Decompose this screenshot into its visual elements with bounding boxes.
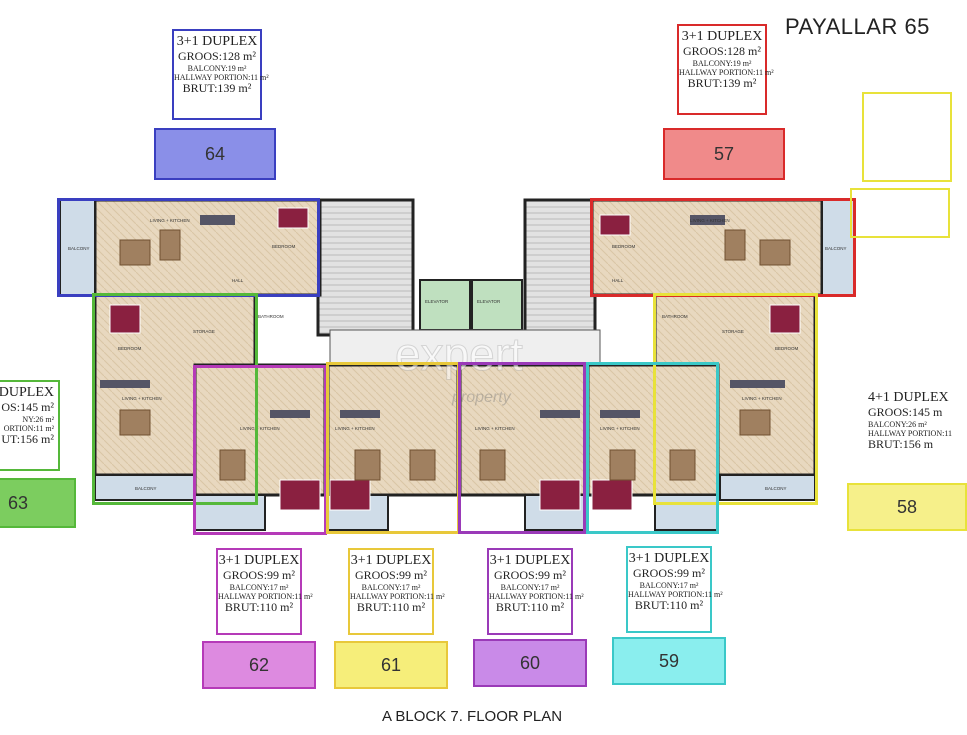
unit-brut: BRUT:156 m <box>868 437 934 452</box>
stair-core-left <box>316 198 415 337</box>
elevator-1 <box>419 279 471 331</box>
unit-number-62: 62 <box>202 641 316 689</box>
cropped-number-box <box>850 188 950 238</box>
room-label-balcony: BALCONY <box>68 246 90 251</box>
project-title: PAYALLAR 65 <box>785 14 930 39</box>
unit-groos: GROOS:99 m² <box>223 568 295 583</box>
unit-number-64: 64 <box>154 128 276 180</box>
room-label-living-kitchen: LIVING + KITCHEN <box>742 396 782 401</box>
floor-plan-drawing: LIVING + KITCHEN LIVING + KITCHEN LIVING… <box>59 198 856 531</box>
unit-brut: BRUT:110 m² <box>224 600 294 615</box>
unit-hallway: HALLWAY PORTION:11 m² <box>174 73 269 83</box>
room-label-balcony: BALCONY <box>825 246 847 251</box>
room-label-bathroom: BATHROOM <box>662 314 688 319</box>
unit-hallway: HALLWAY PORTION:11 m² <box>679 68 774 78</box>
unit-type: DUPLEX <box>0 385 54 400</box>
unit-number-57: 57 <box>663 128 785 180</box>
unit-outline-60 <box>458 362 586 534</box>
unit-outline-61 <box>326 362 460 534</box>
room-label-living-kitchen: LIVING + KITCHEN <box>475 426 515 431</box>
unit-number-63: 63 <box>0 478 76 528</box>
unit-type: 3+1 DUPLEX <box>218 553 300 568</box>
room-label-living-kitchen: LIVING + KITCHEN <box>690 218 730 223</box>
unit-groos: GROOS:99 m² <box>355 568 427 583</box>
unit-groos: GROOS:99 m² <box>633 566 705 581</box>
room-label-living-kitchen: LIVING + KITCHEN <box>122 396 162 401</box>
room-label-bathroom: BATHROOM <box>258 314 284 319</box>
floor-plan-caption: A BLOCK 7. FLOOR PLAN <box>382 708 563 725</box>
unit-brut: BRUT:110 m² <box>634 598 704 613</box>
unit-info-64: 3+1 DUPLEX GROOS:128 m² BALCONY:19 m² HA… <box>172 29 269 120</box>
room-label-balcony: BALCONY <box>765 486 787 491</box>
unit-outline-64 <box>57 198 320 297</box>
room-label-hall: HALL <box>232 278 244 283</box>
unit-info-60: 3+1 DUPLEX GROOS:99 m² BALCONY:17 m² HAL… <box>487 548 584 635</box>
room-label-storage: STORAGE <box>193 329 215 334</box>
unit-number-58: 58 <box>847 483 967 531</box>
unit-groos: GROOS:145 m <box>868 405 943 420</box>
unit-balcony: BALCONY:17 m² <box>500 582 560 592</box>
unit-outline-59 <box>586 362 719 534</box>
room-label-living-kitchen: LIVING + KITCHEN <box>600 426 640 431</box>
room-label-bedroom: BEDROOM <box>272 244 296 249</box>
unit-info-61: 3+1 DUPLEX GROOS:99 m² BALCONY:17 m² HAL… <box>348 548 445 635</box>
unit-info-63: DUPLEX OS:145 m² NY:26 m² ORTION:11 m² U… <box>0 380 60 471</box>
unit-type: 3+1 DUPLEX <box>176 34 258 49</box>
unit-brut: BRUT:139 m² <box>687 76 757 91</box>
unit-outline-62 <box>193 365 327 535</box>
unit-number-59: 59 <box>612 637 726 685</box>
cropped-info-box <box>862 92 952 182</box>
room-label-hall: HALL <box>612 278 624 283</box>
unit-balcony: BALCONY:17 m² <box>361 582 421 592</box>
unit-type: 4+1 DUPLEX <box>868 390 949 405</box>
unit-info-58: 4+1 DUPLEX GROOS:145 m BALCONY:26 m² HAL… <box>862 385 952 476</box>
unit-brut: BRUT:139 m² <box>182 81 252 96</box>
room-label-elevator: ELEVATOR <box>425 299 449 304</box>
unit-type: 3+1 DUPLEX <box>350 553 432 568</box>
room-label-bedroom: BEDROOM <box>118 346 142 351</box>
unit-hallway: HALLWAY PORTION:11 m² <box>489 592 584 602</box>
room-label-elevator: ELEVATOR <box>477 299 501 304</box>
unit-info-59: 3+1 DUPLEX GROOS:99 m² BALCONY:17 m² HAL… <box>626 546 723 633</box>
unit-outline-57 <box>590 198 856 297</box>
unit-outline-58 <box>653 293 818 505</box>
room-label-bedroom: BEDROOM <box>775 346 799 351</box>
unit-info-62: 3+1 DUPLEX GROOS:99 m² BALCONY:17 m² HAL… <box>216 548 313 635</box>
unit-hallway: HALLWAY PORTION:11 m² <box>628 590 723 600</box>
unit-balcony: BALCONY:19 m² <box>692 58 752 68</box>
room-label-living-kitchen: LIVING + KITCHEN <box>335 426 375 431</box>
unit-hallway: ORTION:11 m² <box>3 424 54 434</box>
unit-type: 3+1 DUPLEX <box>628 551 710 566</box>
unit-balcony: BALCONY:19 m² <box>187 63 247 73</box>
unit-hallway: HALLWAY PORTION:11 <box>868 429 953 439</box>
elevator-2 <box>471 279 523 331</box>
unit-balcony: BALCONY:17 m² <box>639 580 699 590</box>
unit-number-60: 60 <box>473 639 587 687</box>
stair-core-right <box>523 198 597 337</box>
unit-brut: UT:156 m² <box>1 432 54 447</box>
unit-hallway: HALLWAY PORTION:11 m² <box>350 592 445 602</box>
unit-hallway: HALLWAY PORTION:11 m² <box>218 592 313 602</box>
unit-outline-63 <box>92 293 258 505</box>
room-label-balcony: BALCONY <box>135 486 157 491</box>
room-label-bedroom: BEDROOM <box>612 244 636 249</box>
unit-balcony: BALCONY:17 m² <box>229 582 289 592</box>
unit-groos: GROOS:99 m² <box>494 568 566 583</box>
unit-groos: GROOS:128 m² <box>178 49 256 64</box>
unit-brut: BRUT:110 m² <box>495 600 565 615</box>
room-label-storage: STORAGE <box>722 329 744 334</box>
unit-groos: OS:145 m² <box>1 400 54 415</box>
unit-brut: BRUT:110 m² <box>356 600 426 615</box>
unit-info-57: 3+1 DUPLEX GROOS:128 m² BALCONY:19 m² HA… <box>677 24 774 115</box>
unit-number-61: 61 <box>334 641 448 689</box>
watermark-subtitle: property <box>451 389 512 406</box>
unit-groos: GROOS:128 m² <box>683 44 761 59</box>
room-label-living-kitchen: LIVING + KITCHEN <box>150 218 190 223</box>
unit-type: 3+1 DUPLEX <box>489 553 571 568</box>
unit-type: 3+1 DUPLEX <box>681 29 763 44</box>
room-label-living-kitchen: LIVING + KITCHEN <box>240 426 280 431</box>
unit-balcony: NY:26 m² <box>22 414 54 424</box>
unit-balcony: BALCONY:26 m² <box>868 419 927 429</box>
